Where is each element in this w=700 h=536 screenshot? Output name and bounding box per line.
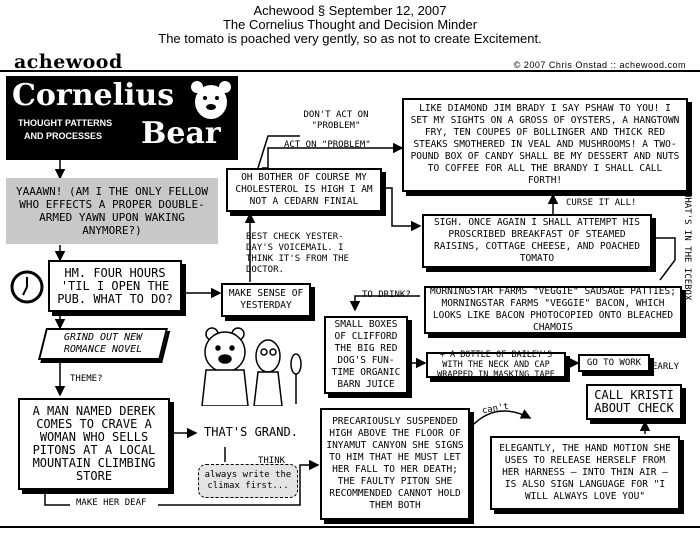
bottom-rule	[0, 526, 700, 528]
elegantly-box: ELEGANTLY, THE HAND MOTION SHE USES TO R…	[490, 436, 680, 510]
cholesterol-box: OH BOTHER OF COURSE MY CHOLESTEROL IS HI…	[226, 168, 382, 212]
header-title: The Cornelius Thought and Decision Minde…	[222, 17, 478, 32]
diamond-jim-box: LIKE DIAMOND JIM BRADY I SAY PSHAW TO YO…	[402, 98, 688, 192]
title-subtitle-1: THOUGHT PATTERNS	[18, 118, 113, 128]
top-rule	[0, 70, 700, 72]
baileys-box: + A BOTTLE OF BAILEY'S WITH THE NECK AND…	[426, 350, 566, 380]
early-label: EARLY	[652, 362, 680, 372]
title-panel: Cornelius THOUGHT PATTERNS AND PROCESSES…	[6, 76, 238, 160]
think-bubble: always write the climax first...	[198, 464, 298, 498]
four-hours-box: HM. FOUR HOURS 'TIL I OPEN THE PUB. WHAT…	[48, 260, 182, 312]
act-on-label: ACT ON "PROBLEM"	[284, 140, 371, 150]
sigh-box: SIGH. ONCE AGAIN I SHALL ATTEMPT HIS PRO…	[422, 214, 652, 268]
yawn-box: YAAAWN! (AM I THE ONLY FELLOW WHO EFFECT…	[6, 178, 218, 244]
title-name-second: Bear	[141, 116, 221, 151]
header-caption: The tomato is poached very gently, so as…	[158, 31, 542, 46]
morningstar-box: MORNINGSTAR FARMS "VEGGIE" SAUSAGE PATTI…	[424, 286, 682, 334]
canyon-box: PRECARIOUSLY SUSPENDED HIGH ABOVE THE FL…	[320, 408, 470, 520]
copyright: © 2007 Chris Onstad :: achewood.com	[513, 60, 686, 70]
clifford-box: SMALL BOXES OF CLIFFORD THE BIG RED DOG'…	[324, 316, 408, 394]
make-sense-box: MAKE SENSE OF YESTERDAY	[221, 283, 311, 317]
bear-head-icon	[191, 81, 231, 119]
derek-box: A MAN NAMED DEREK COMES TO CRAVE A WOMAN…	[18, 398, 170, 490]
make-deaf-label: MAKE HER DEAF	[76, 498, 147, 508]
title-subtitle-2: AND PROCESSES	[24, 131, 103, 141]
best-check-label: BEST CHECK YESTER-DAY'S VOICEMAIL. I THI…	[246, 232, 349, 275]
dont-act-label: DON'T ACT ON "PROBLEM"	[303, 110, 369, 131]
theme-label: THEME?	[70, 374, 103, 384]
romance-label: GRIND OUT NEW ROMANCE NOVEL	[63, 332, 143, 355]
go-to-work-box: GO TO WORK	[578, 354, 650, 372]
to-drink-label: TO DRINK?	[362, 290, 411, 300]
title-name-first: Cornelius	[12, 78, 175, 113]
clock-icon	[10, 270, 44, 304]
cornelius-character-icon	[201, 327, 302, 406]
achewood-logo: achewood	[14, 51, 123, 73]
call-kristi-box: CALL KRISTI ABOUT CHECK	[586, 384, 682, 420]
grand-text: THAT'S GRAND.	[204, 425, 298, 439]
header-date: Achewood § September 12, 2007	[253, 3, 447, 18]
curse-label: CURSE IT ALL!	[566, 198, 637, 208]
think-label: THINK	[258, 456, 286, 466]
icebox-label: WHAT'S IN THE ICEBOX	[682, 192, 692, 301]
